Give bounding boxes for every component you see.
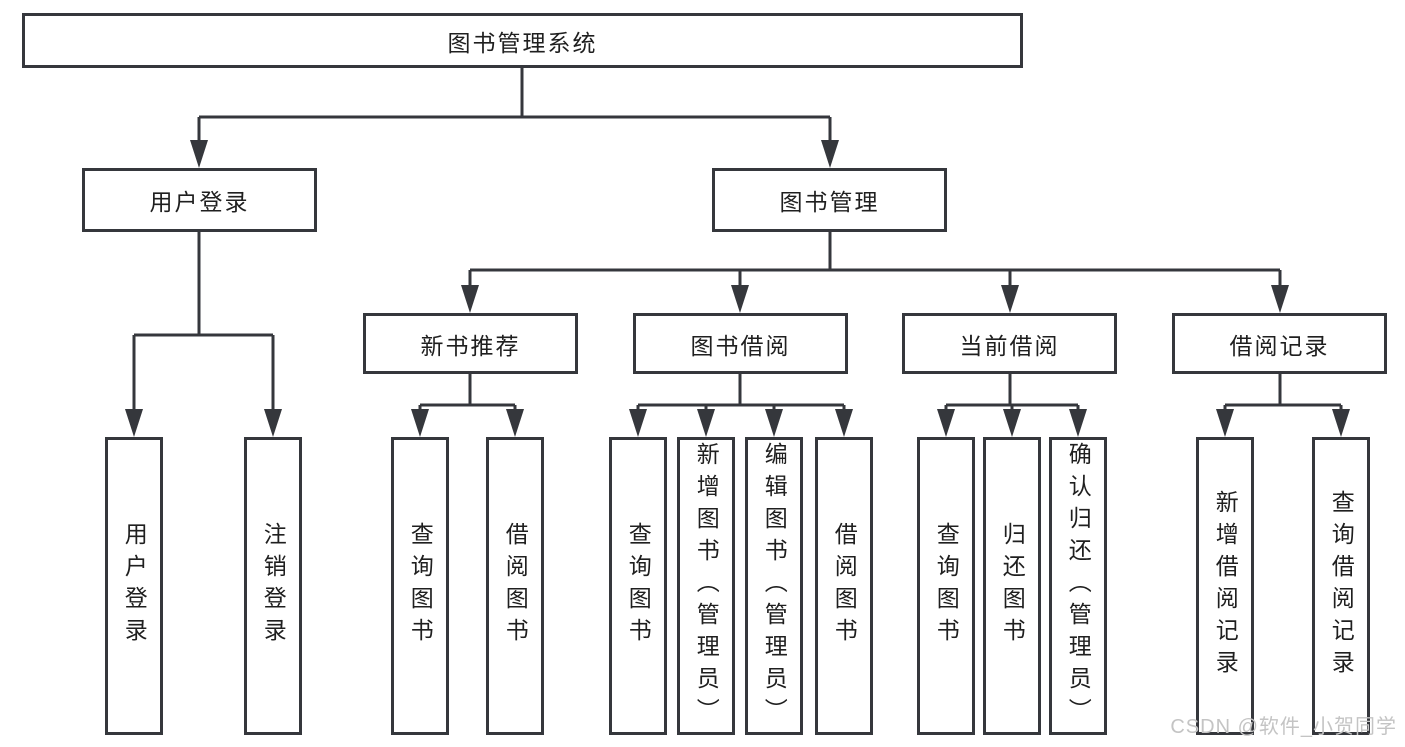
node-label: 查询图书 [933, 522, 960, 650]
node-label: 用户登录 [149, 189, 250, 215]
node-root: 图书管理系统 [22, 13, 1023, 68]
leaf-borrow-edit-book-admin: 编辑图书（管理员） [745, 437, 803, 735]
node-label: 新增借阅记录 [1212, 490, 1239, 682]
leaf-current-query-book: 查询图书 [917, 437, 975, 735]
node-borrow-records: 借阅记录 [1172, 313, 1387, 374]
arrow-down-icon [697, 409, 715, 437]
connector-book-management-to-level3 [461, 232, 1289, 313]
arrow-down-icon [411, 409, 429, 437]
node-label: 用户登录 [121, 522, 148, 650]
arrow-down-icon [629, 409, 647, 437]
arrow-down-icon [835, 409, 853, 437]
leaf-current-return-book: 归还图书 [983, 437, 1041, 735]
node-label: 借阅记录 [1229, 332, 1330, 359]
arrow-down-icon [125, 409, 143, 437]
node-label: 编辑图书（管理员） [761, 442, 788, 730]
arrow-down-icon [937, 409, 955, 437]
node-label: 确认归还（管理员） [1065, 442, 1092, 730]
leaf-logout: 注销登录 [244, 437, 302, 735]
connector-recommend-to-leaves [411, 374, 524, 437]
leaf-recommend-borrow-book: 借阅图书 [486, 437, 544, 735]
node-user-login: 用户登录 [82, 168, 317, 232]
node-label: 新增图书（管理员） [693, 442, 720, 730]
node-current-borrow: 当前借阅 [902, 313, 1117, 374]
node-new-book-recommend: 新书推荐 [363, 313, 578, 374]
csdn-watermark: CSDN @软件_小贺同学 [1170, 716, 1397, 738]
leaf-recommend-query-book: 查询图书 [391, 437, 449, 735]
arrow-down-icon [1271, 285, 1289, 313]
arrow-down-icon [1001, 285, 1019, 313]
arrow-down-icon [190, 140, 208, 168]
node-label: 查询图书 [625, 522, 652, 650]
leaf-borrow-query-book: 查询图书 [609, 437, 667, 735]
connector-borrow-to-leaves [629, 374, 853, 437]
leaf-current-confirm-return-admin: 确认归还（管理员） [1049, 437, 1107, 735]
node-label: 借阅图书 [831, 522, 858, 650]
node-label: 查询借阅记录 [1328, 490, 1355, 682]
node-label: 新书推荐 [420, 332, 521, 359]
arrow-down-icon [821, 140, 839, 168]
arrow-down-icon [1332, 409, 1350, 437]
node-book-management: 图书管理 [712, 168, 947, 232]
connector-user-login-to-leaves [125, 232, 282, 437]
connector-root-to-level2 [190, 68, 839, 168]
connector-records-to-leaves [1216, 374, 1350, 437]
leaf-records-add-record: 新增借阅记录 [1196, 437, 1254, 735]
leaf-records-query-record: 查询借阅记录 [1312, 437, 1370, 735]
node-book-borrow: 图书借阅 [633, 313, 848, 374]
node-label: 图书管理 [779, 189, 880, 215]
node-label: 归还图书 [999, 522, 1026, 650]
node-label: 借阅图书 [502, 522, 529, 650]
node-label: 当前借阅 [959, 332, 1060, 359]
leaf-user-login: 用户登录 [105, 437, 163, 735]
leaf-borrow-borrow-book: 借阅图书 [815, 437, 873, 735]
arrow-down-icon [1069, 409, 1087, 437]
leaf-borrow-add-book-admin: 新增图书（管理员） [677, 437, 735, 735]
arrow-down-icon [1003, 409, 1021, 437]
node-label: 注销登录 [260, 522, 287, 650]
node-label: 图书管理系统 [447, 29, 598, 56]
arrow-down-icon [731, 285, 749, 313]
arrow-down-icon [264, 409, 282, 437]
connector-current-to-leaves [937, 374, 1087, 437]
node-label: 图书借阅 [690, 332, 791, 359]
node-label: 查询图书 [407, 522, 434, 650]
arrow-down-icon [765, 409, 783, 437]
arrow-down-icon [1216, 409, 1234, 437]
arrow-down-icon [461, 285, 479, 313]
arrow-down-icon [506, 409, 524, 437]
